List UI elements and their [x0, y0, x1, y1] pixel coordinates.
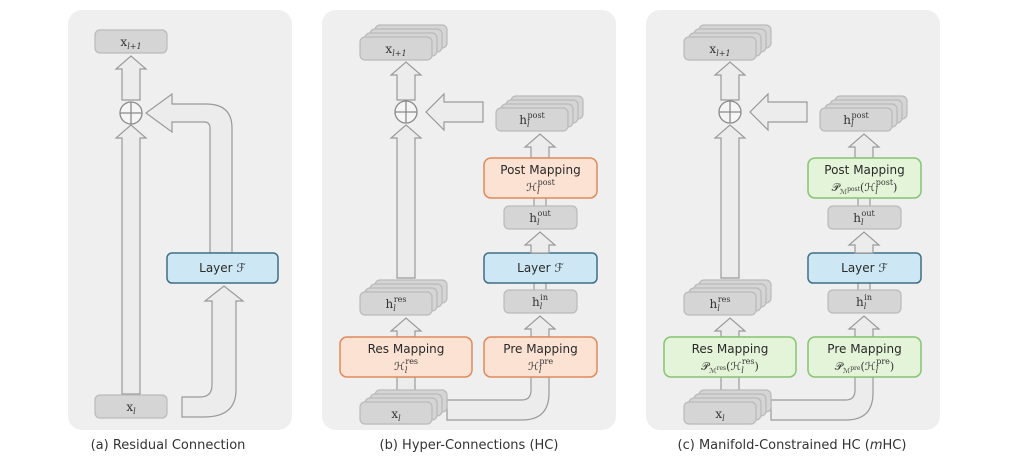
output-stack-layer [683, 36, 757, 61]
layer-box [166, 252, 279, 284]
res-mapping-title: Res Mapping [368, 342, 445, 356]
residual-arrow [114, 124, 148, 395]
h-res-label: hlres [386, 295, 407, 313]
h-post-stack-layer [819, 107, 893, 132]
post-to-hpost-arrow [523, 133, 557, 159]
post-mapping-title: Post Mapping [500, 163, 580, 177]
addition-icon [119, 101, 143, 125]
res-mapping-arrow [389, 317, 423, 338]
arrow-to-output [713, 61, 747, 101]
layer-to-add-arrow [144, 92, 233, 254]
h-out-label: hlout [529, 209, 551, 227]
post-to-hpost-arrow [847, 133, 881, 159]
h-post-label: hlpost [519, 111, 545, 129]
h-in-label: hlin [532, 293, 548, 311]
h-out-box [503, 205, 578, 230]
layer-to-hout-arrow [523, 231, 557, 254]
input-stack-layer [359, 401, 433, 425]
output-box [94, 29, 168, 54]
pre-mapping-box [807, 336, 922, 378]
res-mapping-formula: 𝒫ℳres(ℋlres) [701, 357, 759, 375]
addition-icon [718, 100, 742, 124]
pre-mapping-title: Pre Mapping [503, 342, 577, 356]
input-stack [683, 389, 772, 425]
layer-label: Layer ℱ [517, 261, 564, 275]
h-res-label: hlres [710, 295, 731, 313]
h-in-label: hlin [856, 293, 872, 311]
post-mapping-box [807, 157, 922, 199]
input-box [94, 394, 168, 419]
post-mapping-formula: ℋlpost [526, 178, 555, 196]
output-label: xl+1 [120, 35, 141, 51]
pre-to-hin-arrow [847, 315, 881, 338]
pre-mapping-formula: ℋlpre [528, 357, 553, 375]
post-to-add-arrow [749, 92, 808, 132]
arrow-to-output [389, 61, 423, 101]
layer-label: Layer ℱ [841, 261, 888, 275]
h-in-box [827, 289, 902, 314]
pre-mapping-box [483, 336, 598, 378]
panel-residual-connection: xl+1 xl Layer ℱ [68, 10, 292, 430]
input-stack [359, 389, 448, 425]
caption-b: (b) Hyper-Connections (HC) [380, 438, 559, 453]
h-in-box [503, 289, 578, 314]
res-mapping-title: Res Mapping [692, 342, 769, 356]
h-post-stack [819, 95, 908, 132]
arrow-to-output [114, 55, 148, 101]
post-to-add-arrow [425, 92, 484, 132]
addition-icon [394, 100, 418, 124]
input-label: xl [391, 407, 401, 423]
res-mapping-box [663, 336, 797, 378]
input-stack-layer [683, 401, 757, 425]
h-post-label: hlpost [843, 111, 869, 129]
caption-c: (c) Manifold-Constrained HC (mHC) [678, 438, 907, 453]
layer-to-hout-arrow [847, 231, 881, 254]
input-to-layer-arrow [181, 285, 245, 418]
output-stack [359, 24, 448, 61]
output-label: xl+1 [385, 42, 406, 58]
residual-arrow [389, 124, 423, 279]
h-res-stack-layer [359, 291, 433, 316]
post-mapping-formula: 𝒫ℳpost(ℋlpost) [832, 178, 898, 196]
layer-f: Layer ℱ [483, 252, 598, 284]
h-out-box [827, 205, 902, 230]
post-mapping-title: Post Mapping [824, 163, 904, 177]
h-res-stack [359, 279, 448, 316]
output-stack-layer [359, 36, 433, 61]
caption-a: (a) Residual Connection [91, 438, 246, 453]
input-label: xl [126, 400, 136, 416]
pre-to-hin-arrow [523, 315, 557, 338]
pre-mapping-title: Pre Mapping [827, 342, 901, 356]
res-mapping-box [339, 336, 473, 378]
res-mapping-formula: ℋlres [394, 357, 418, 375]
h-res-stack [683, 279, 772, 316]
res-mapping-arrow [713, 317, 747, 338]
output-label: xl+1 [709, 42, 730, 58]
h-res-stack-layer [683, 291, 757, 316]
output-stack [683, 24, 772, 61]
input-label: xl [715, 407, 725, 423]
h-out-label: hlout [853, 209, 875, 227]
post-mapping-box [483, 157, 598, 199]
h-post-stack-layer [495, 107, 569, 132]
pre-mapping-formula: 𝒫ℳpre(ℋlpre) [835, 357, 894, 375]
layer-f: Layer ℱ [807, 252, 922, 284]
layer-f: Layer ℱ [166, 252, 279, 284]
layer-label: Layer ℱ [199, 261, 246, 275]
panel-bg [68, 10, 292, 430]
residual-arrow [713, 124, 747, 279]
h-post-stack [495, 95, 584, 132]
